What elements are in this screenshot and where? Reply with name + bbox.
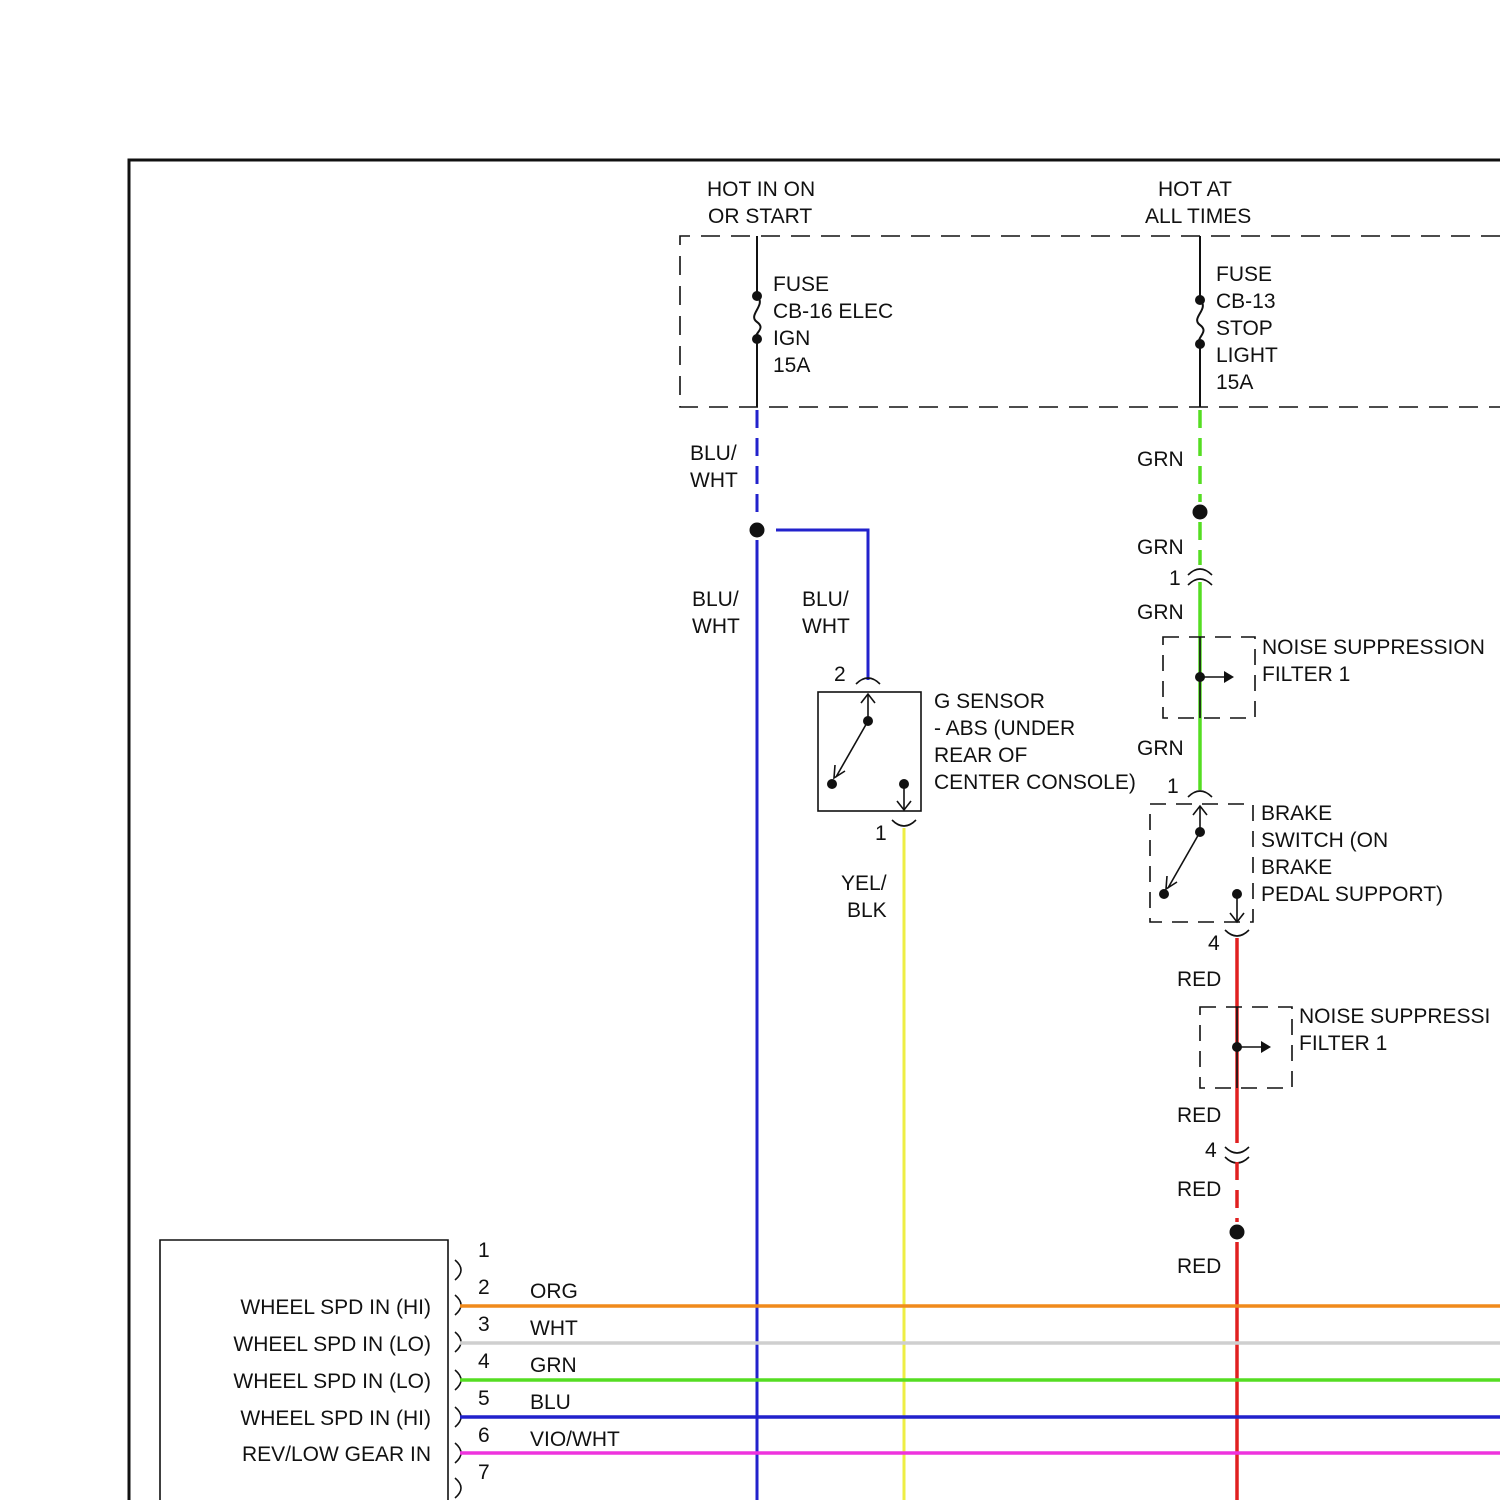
wire-label: GRN (1137, 448, 1184, 471)
fuse-cb16-line-1: FUSE (773, 273, 829, 296)
wire-label: RED (1177, 1255, 1221, 1278)
wire-label: BLU (530, 1391, 571, 1414)
module-pin-label: WHEEL SPD IN (HI) (240, 1296, 431, 1319)
wire-label: GRN (1137, 536, 1184, 559)
ign-power-line-1: HOT IN ON (707, 178, 815, 201)
wire-label: GRN (1137, 737, 1184, 760)
fuse-cb13-line-1: FUSE (1216, 263, 1272, 286)
pin-number: 1 (1169, 567, 1181, 590)
pin-number: 6 (478, 1424, 490, 1447)
splice-dot (750, 523, 765, 538)
pin-number: 4 (478, 1350, 490, 1373)
pin-number: 2 (834, 663, 846, 686)
wire-label: RED (1177, 968, 1221, 991)
wire-label: BLU/ (692, 588, 739, 611)
splice-dot (1230, 1225, 1245, 1240)
connector-symbol (1225, 930, 1249, 936)
noise-filter-top: NOISE SUPPRESSION FILTER 1 (1163, 636, 1485, 718)
batt-power-label: HOT AT ALL TIMES (1145, 178, 1251, 228)
fuse-cb13: FUSE CB-13 STOP LIGHT 15A (1195, 236, 1278, 407)
splice-dot (1193, 505, 1208, 520)
fuse-element (754, 296, 760, 339)
noise-filter-top-label-1: NOISE SUPPRESSION (1262, 636, 1485, 659)
brake-switch-label-1: BRAKE (1261, 802, 1332, 825)
fuse-cb16-line-4: 15A (773, 354, 810, 377)
wire-label: GRN (530, 1354, 577, 1377)
wire-label: VIO/WHT (530, 1428, 620, 1451)
connector-pin-mark (455, 1478, 461, 1498)
fuse-element (1197, 300, 1203, 344)
wire-label: RED (1177, 1178, 1221, 1201)
wire-label: WHT (530, 1317, 578, 1340)
ign-power-label: HOT IN ON OR START (707, 178, 815, 228)
wire-label: WHT (692, 615, 740, 638)
fuse-cb13-line-4: LIGHT (1216, 344, 1278, 367)
pin-number: 1 (478, 1239, 490, 1262)
pin-number: 4 (1205, 1139, 1217, 1162)
g-sensor-label-4: CENTER CONSOLE) (934, 771, 1136, 794)
wire-label: BLU/ (802, 588, 849, 611)
pin-number: 2 (478, 1276, 490, 1299)
wire-label: RED (1177, 1104, 1221, 1127)
g-sensor-label-1: G SENSOR (934, 690, 1045, 713)
noise-filter-bottom: NOISE SUPPRESSI FILTER 1 (1200, 1005, 1490, 1088)
abs-module: 1 2 3 4 5 6 7 WHEEL SPD IN (HI) WHEEL SP… (160, 1239, 1500, 1500)
wire-label: ORG (530, 1280, 578, 1303)
fuse-cb16-line-2: CB-16 ELEC (773, 300, 893, 323)
module-pin-label: WHEEL SPD IN (LO) (233, 1370, 431, 1393)
module-pin-label: WHEEL SPD IN (HI) (240, 1407, 431, 1430)
wire-label: WHT (802, 615, 850, 638)
module-pin-label: WHEEL SPD IN (LO) (233, 1333, 431, 1356)
module-pin-label: REV/LOW GEAR IN (242, 1443, 431, 1466)
brake-switch-label-3: BRAKE (1261, 856, 1332, 879)
blu-wht-circuit: BLU/ WHT BLU/ WHT BLU/ WHT (690, 410, 868, 1500)
connector-symbol (892, 820, 916, 826)
wire-label: WHT (690, 469, 738, 492)
yel-blk-circuit: YEL/ BLK (841, 828, 904, 1500)
pin-number: 7 (478, 1461, 490, 1484)
g-sensor-box (818, 692, 921, 811)
ign-power-line-2: OR START (708, 205, 812, 228)
pin-number: 4 (1208, 932, 1220, 955)
fuse-cb16: FUSE CB-16 ELEC IGN 15A (752, 236, 893, 407)
brake-switch-label-2: SWITCH (ON (1261, 829, 1388, 852)
g-sensor-label-3: REAR OF (934, 744, 1027, 767)
wire-label: BLK (847, 899, 887, 922)
wire-label: YEL/ (841, 872, 887, 895)
wire-label: GRN (1137, 601, 1184, 624)
batt-power-line-1: HOT AT (1158, 178, 1232, 201)
connector-pin-mark (455, 1260, 461, 1280)
pin-number: 1 (1167, 775, 1179, 798)
pin-number: 5 (478, 1387, 490, 1410)
grn-circuit: 1 GRN GRN GRN GRN (1137, 410, 1212, 790)
g-sensor: 2 1 G SENSOR - ABS (UNDER REAR OF CENTER… (818, 663, 1136, 845)
connector-symbol (1188, 791, 1212, 797)
brake-switch: 1 4 BRAKE SWITCH (ON BRAKE PEDAL SUPPORT… (1150, 775, 1443, 955)
connector-symbol (1188, 569, 1212, 575)
brake-switch-label-4: PEDAL SUPPORT) (1261, 883, 1443, 906)
fuse-cb13-line-5: 15A (1216, 371, 1253, 394)
g-sensor-label-2: - ABS (UNDER (934, 717, 1075, 740)
noise-filter-top-label-2: FILTER 1 (1262, 663, 1350, 686)
noise-filter-bottom-label-1: NOISE SUPPRESSI (1299, 1005, 1490, 1028)
noise-filter-bottom-label-2: FILTER 1 (1299, 1032, 1387, 1055)
fuse-cb13-line-3: STOP (1216, 317, 1273, 340)
batt-power-line-2: ALL TIMES (1145, 205, 1251, 228)
wire-label: BLU/ (690, 442, 737, 465)
connector-symbol (1225, 1147, 1249, 1153)
pin-number: 1 (875, 822, 887, 845)
fuse-cb16-line-3: IGN (773, 327, 810, 350)
pin-number: 3 (478, 1313, 490, 1336)
fuse-cb13-line-2: CB-13 (1216, 290, 1276, 313)
